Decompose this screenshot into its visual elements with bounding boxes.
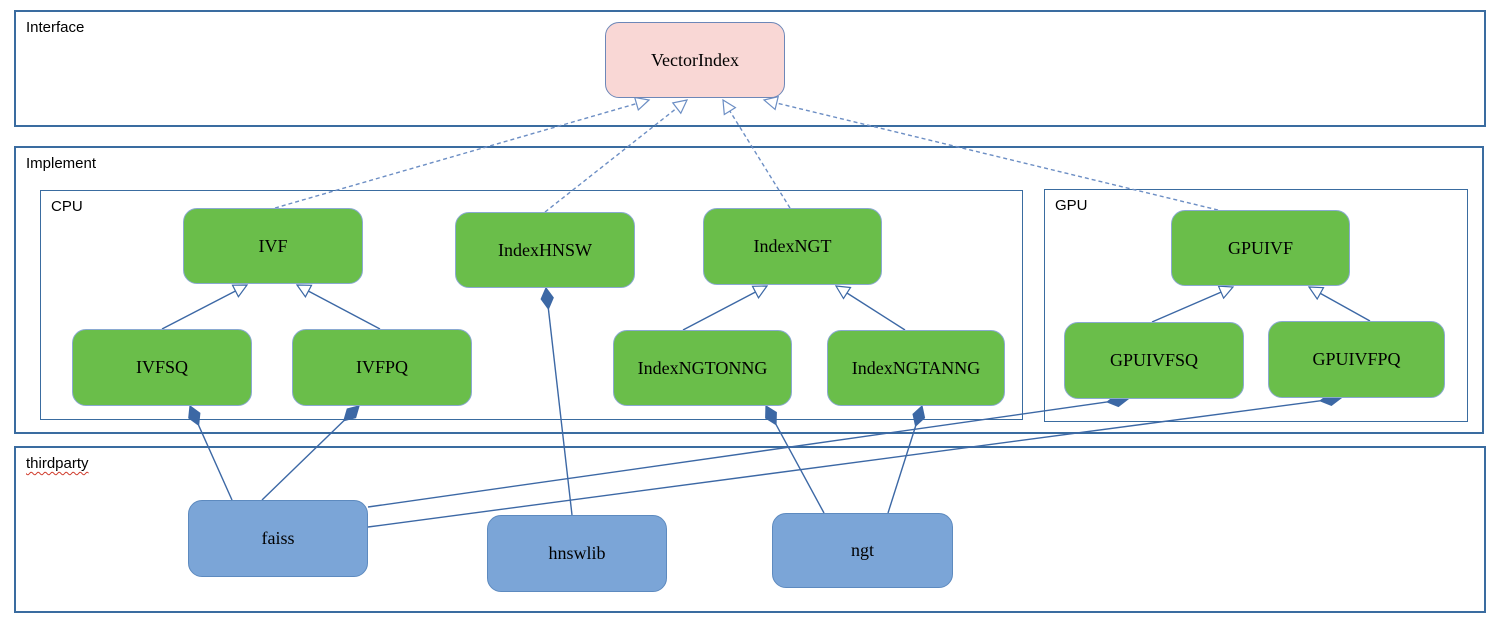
node-label-faiss: faiss bbox=[261, 528, 295, 548]
node-hnswlib: hnswlib bbox=[487, 515, 667, 592]
node-vectorindex: VectorIndex bbox=[605, 22, 785, 98]
container-label-gpu: GPU bbox=[1055, 197, 1088, 214]
node-label-ngt: ngt bbox=[850, 540, 874, 560]
node-label-gpuivfpq: GPUIVFPQ bbox=[1312, 349, 1401, 369]
node-label-ivfpq: IVFPQ bbox=[355, 357, 408, 377]
node-indexngtonng: IndexNGTONNG bbox=[613, 330, 792, 406]
node-ivf: IVF bbox=[183, 208, 363, 284]
node-indexhnsw: IndexHNSW bbox=[455, 212, 635, 288]
node-label-indexngtanng: IndexNGTANNG bbox=[851, 357, 981, 378]
node-label-vectorindex: VectorIndex bbox=[651, 49, 739, 70]
node-faiss: faiss bbox=[188, 500, 368, 577]
node-label-gpuivf: GPUIVF bbox=[1227, 237, 1293, 258]
node-label-hnswlib: hnswlib bbox=[548, 543, 606, 563]
node-gpuivfpq: GPUIVFPQ bbox=[1268, 321, 1445, 398]
node-ivfsq: IVFSQ bbox=[72, 329, 252, 406]
node-label-gpuivfsq: GPUIVFSQ bbox=[1109, 350, 1199, 370]
node-gpuivfsq: GPUIVFSQ bbox=[1064, 322, 1244, 399]
node-indexngtanng: IndexNGTANNG bbox=[827, 330, 1005, 406]
node-ivfpq: IVFPQ bbox=[292, 329, 472, 406]
node-ngt: ngt bbox=[772, 513, 953, 588]
container-label-thirdparty: thirdparty bbox=[26, 455, 89, 472]
node-label-indexngt: IndexNGT bbox=[753, 236, 832, 256]
node-gpuivf: GPUIVF bbox=[1171, 210, 1350, 286]
node-label-indexhnsw: IndexHNSW bbox=[498, 239, 592, 260]
container-label-cpu: CPU bbox=[51, 198, 83, 215]
node-label-ivf: IVF bbox=[258, 235, 288, 256]
node-label-indexngtonng: IndexNGTONNG bbox=[637, 357, 768, 378]
container-label-implement: Implement bbox=[26, 155, 97, 172]
node-label-ivfsq: IVFSQ bbox=[135, 357, 188, 377]
node-indexngt: IndexNGT bbox=[703, 208, 882, 285]
container-label-interface: Interface bbox=[26, 19, 85, 36]
